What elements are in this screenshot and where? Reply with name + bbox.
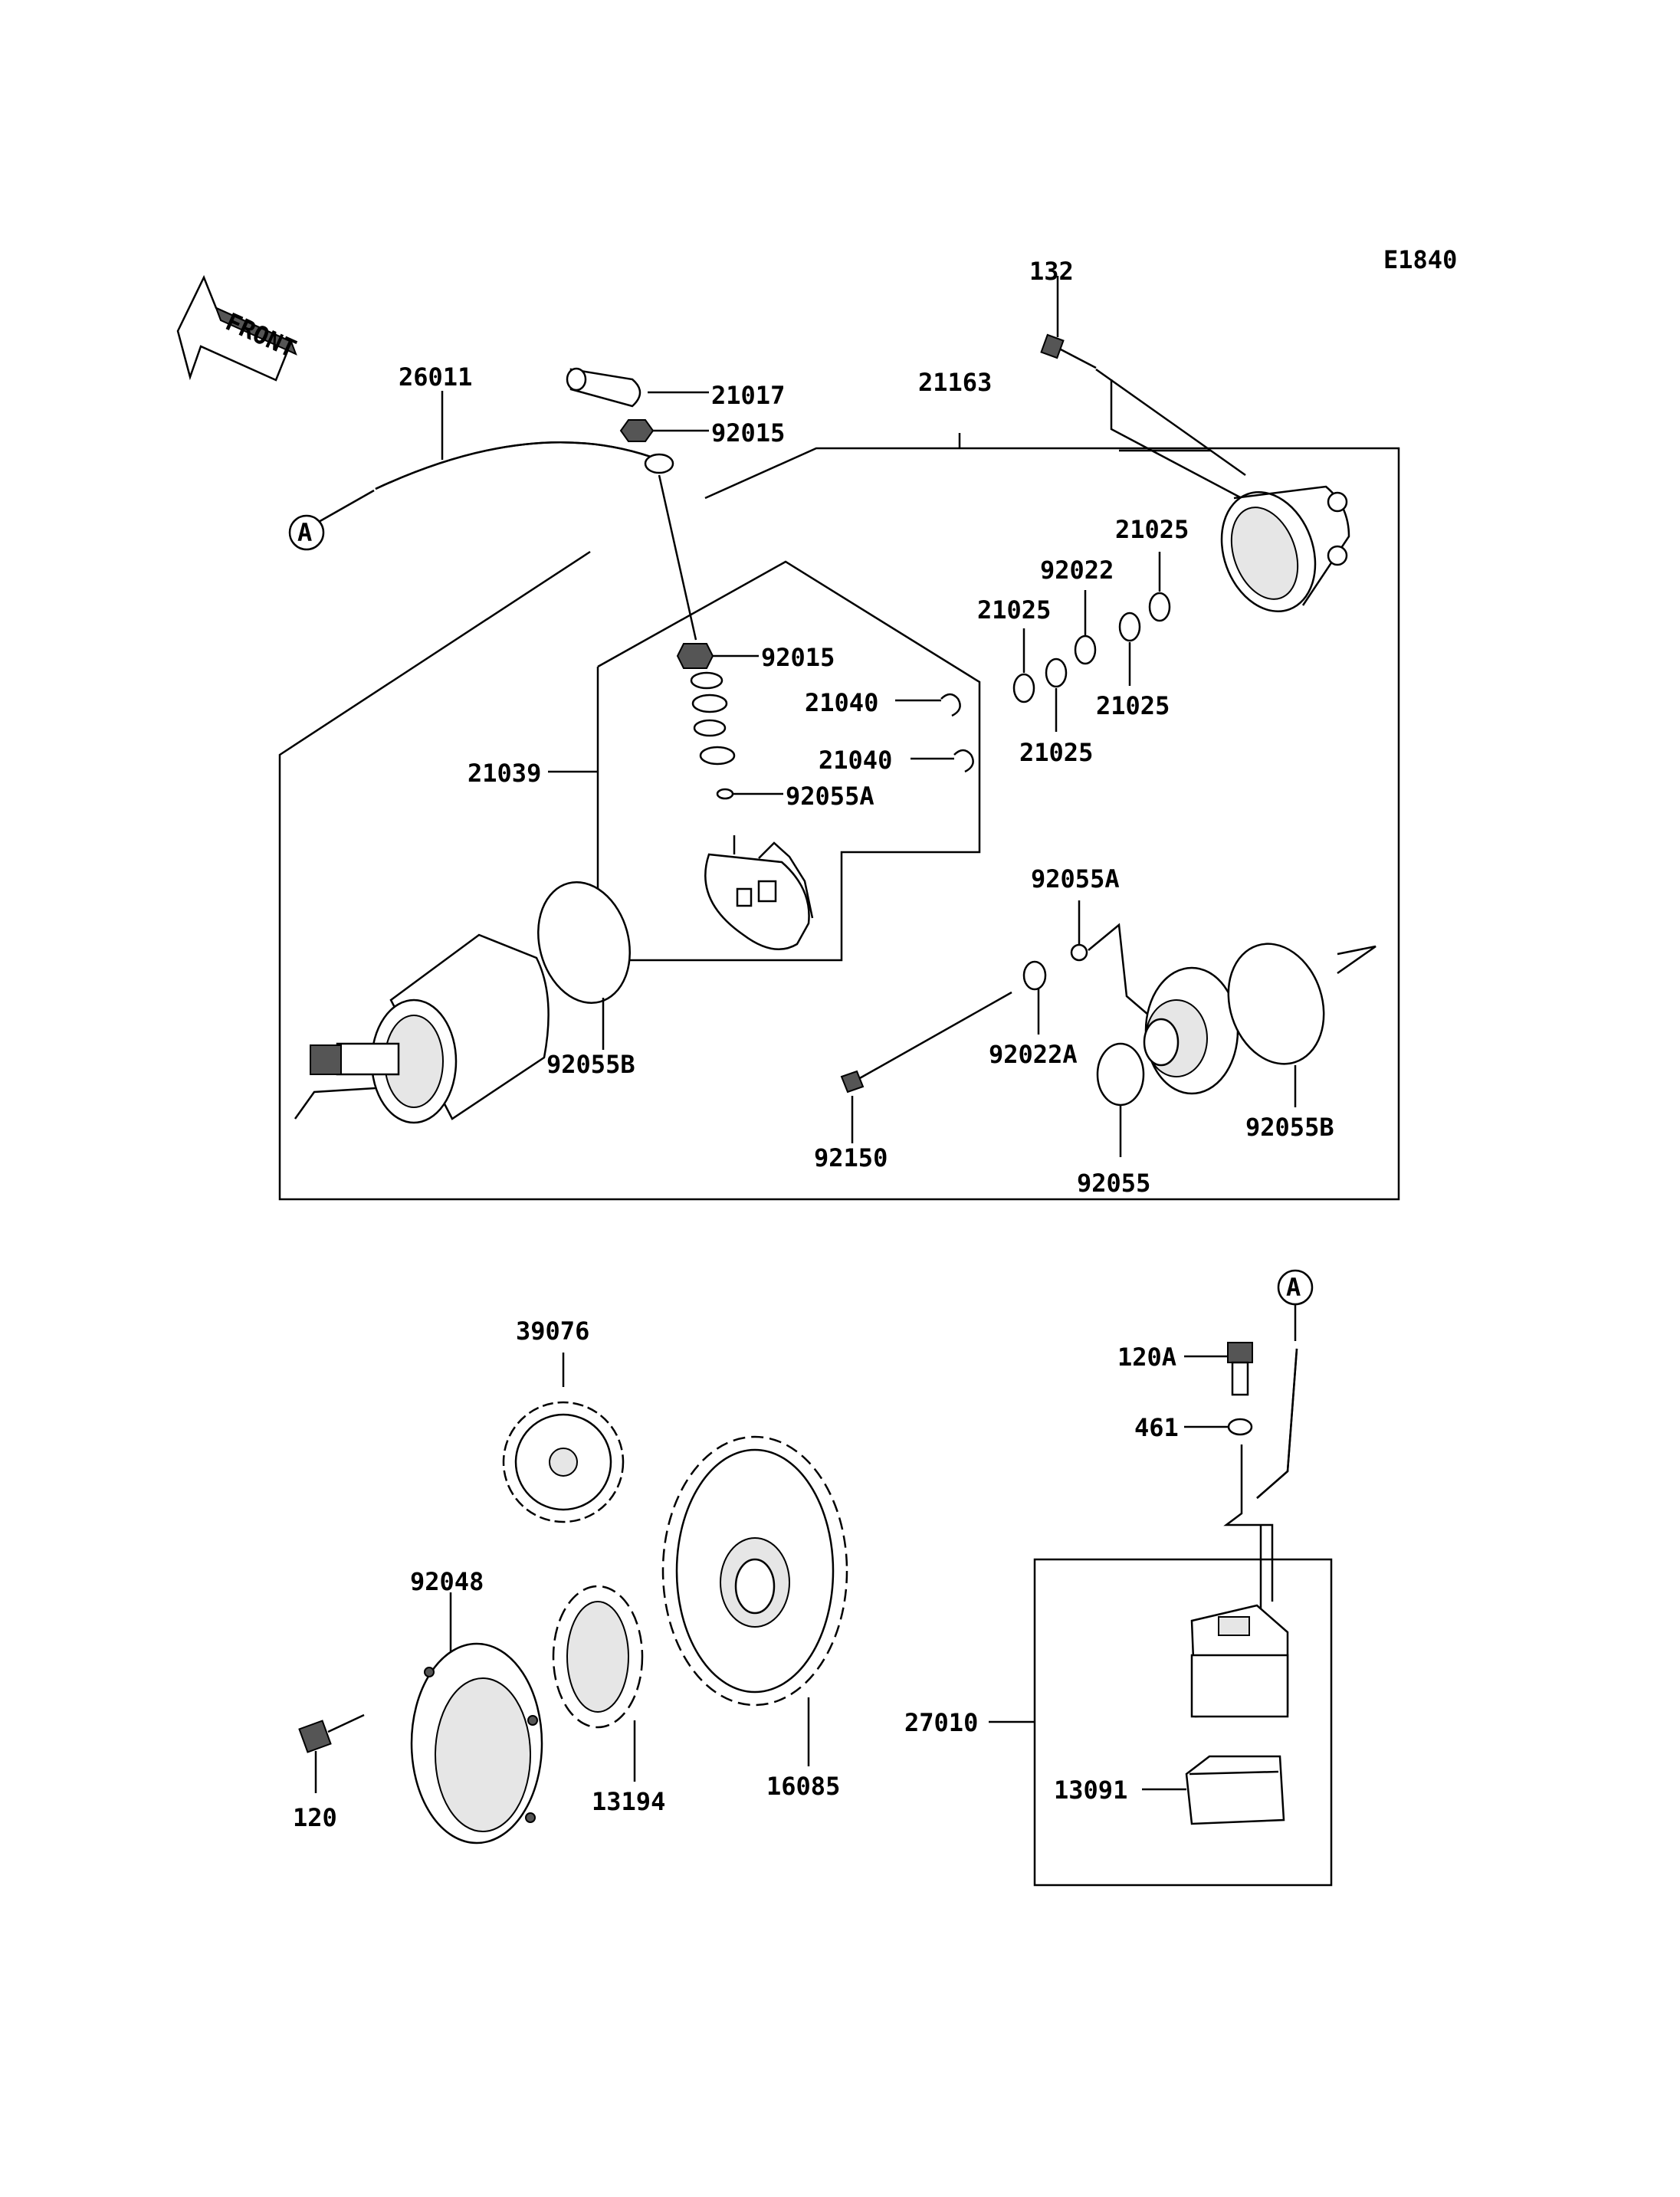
starter-cable-26011 bbox=[306, 391, 674, 530]
label-13194: 13194 bbox=[592, 1787, 665, 1816]
washer-92022A bbox=[1022, 960, 1047, 991]
through-bolt-92150 bbox=[840, 991, 1012, 1143]
label-92022A: 92022A bbox=[989, 1040, 1078, 1069]
springs-21040 bbox=[895, 693, 974, 773]
label-461: 461 bbox=[1134, 1413, 1179, 1442]
label-92022: 92022 bbox=[1040, 556, 1114, 585]
starter-gears-group bbox=[298, 1353, 848, 1844]
label-21163: 21163 bbox=[918, 368, 992, 397]
starter-motor-group: A bbox=[278, 276, 1400, 1201]
label-21039: 21039 bbox=[468, 759, 541, 788]
label-21040-a: 21040 bbox=[805, 688, 878, 717]
label-21025-b: 21025 bbox=[977, 595, 1051, 625]
washers-21025-group bbox=[1012, 552, 1171, 732]
o-ring-92055B-left bbox=[537, 881, 631, 1004]
bolt-132 bbox=[1040, 276, 1246, 500]
label-92055B-right: 92055B bbox=[1245, 1113, 1334, 1142]
end-cover bbox=[1220, 485, 1350, 612]
label-120A: 120A bbox=[1117, 1343, 1176, 1372]
relay-box-27010 bbox=[1033, 1558, 1333, 1887]
label-21025-d: 21025 bbox=[1019, 738, 1093, 767]
connector-a-label-top: A bbox=[297, 518, 312, 547]
washer-461 bbox=[1227, 1418, 1253, 1436]
label-21017: 21017 bbox=[711, 381, 785, 410]
label-92048: 92048 bbox=[410, 1567, 484, 1596]
label-92015-mid: 92015 bbox=[761, 643, 835, 672]
bolt-120 bbox=[298, 1713, 365, 1793]
label-13091: 13091 bbox=[1054, 1776, 1127, 1805]
label-26011: 26011 bbox=[399, 362, 472, 392]
bolt-120A bbox=[1227, 1342, 1253, 1363]
starter-relay-group: A bbox=[989, 1269, 1333, 1887]
motor-yoke bbox=[294, 933, 550, 1124]
idle-gear-39076 bbox=[502, 1353, 625, 1523]
fuse-13091 bbox=[1142, 1755, 1285, 1825]
one-way-clutch-13194 bbox=[552, 1585, 644, 1782]
brush-plate bbox=[704, 835, 814, 950]
clutch-housing-92048 bbox=[410, 1592, 543, 1844]
front-arrow-icon: FRONT bbox=[176, 274, 300, 382]
o-ring-92055 bbox=[1096, 1042, 1145, 1107]
label-92055A-right: 92055A bbox=[1031, 864, 1120, 894]
label-132: 132 bbox=[1029, 257, 1074, 286]
connector-a-circle-top bbox=[288, 514, 325, 551]
starter-clutch-gear-16085 bbox=[661, 1435, 848, 1766]
terminal-nut-stack bbox=[658, 474, 783, 800]
label-92055: 92055 bbox=[1077, 1169, 1150, 1198]
label-21040-b: 21040 bbox=[819, 746, 892, 775]
label-92055B-left: 92055B bbox=[546, 1050, 635, 1079]
connector-a-label-right: A bbox=[1286, 1273, 1301, 1302]
label-92055A-left: 92055A bbox=[786, 782, 874, 811]
label-21025-c: 21025 bbox=[1096, 691, 1170, 720]
o-ring-92055B-right bbox=[1227, 943, 1325, 1065]
label-92150: 92150 bbox=[814, 1143, 888, 1172]
label-27010: 27010 bbox=[904, 1708, 978, 1737]
front-housing bbox=[1088, 923, 1239, 1095]
label-120: 120 bbox=[293, 1803, 337, 1832]
o-ring-92055A-right bbox=[1070, 943, 1088, 962]
label-16085: 16085 bbox=[766, 1772, 840, 1801]
label-39076: 39076 bbox=[516, 1317, 589, 1346]
terminal-boot-21017 bbox=[566, 367, 709, 442]
label-92015-top: 92015 bbox=[711, 418, 785, 448]
label-21025-a: 21025 bbox=[1115, 515, 1189, 544]
diagram-code: E1840 bbox=[1383, 245, 1457, 274]
